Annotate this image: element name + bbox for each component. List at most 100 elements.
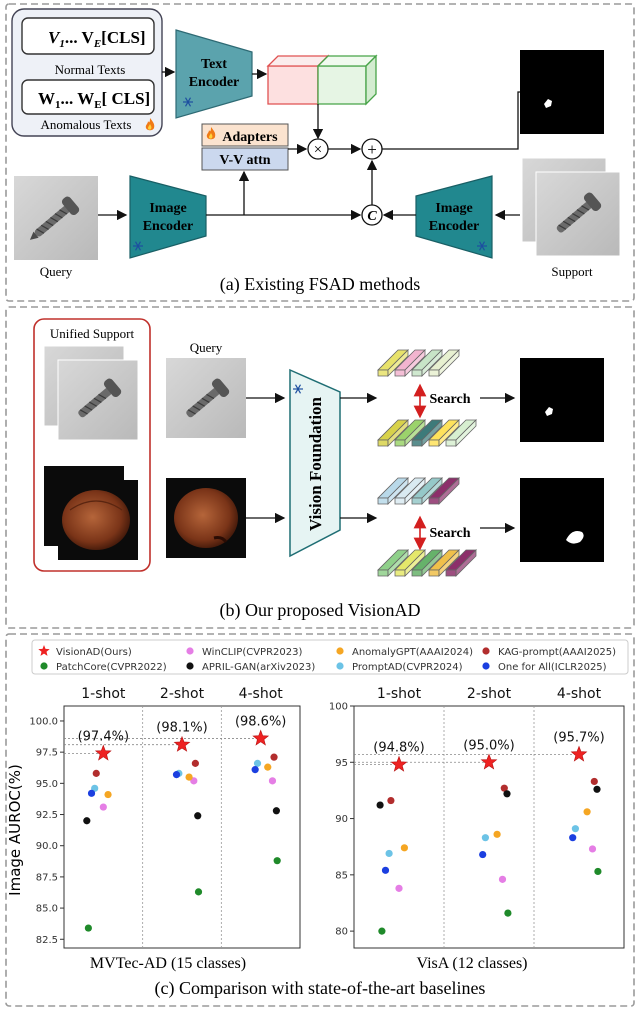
group-label: 1-shot bbox=[377, 686, 422, 702]
legend-item: PromptAD(CVPR2024) bbox=[336, 662, 463, 673]
plot-area bbox=[63, 705, 301, 949]
chart1-title: MVTec-AD (15 classes) bbox=[90, 955, 246, 972]
data-point bbox=[500, 784, 508, 792]
snowflake-icon bbox=[293, 384, 303, 394]
data-point bbox=[270, 753, 278, 761]
visionad-point bbox=[390, 755, 408, 772]
feature-token bbox=[445, 419, 477, 447]
unified-support-label: Unified Support bbox=[50, 326, 135, 341]
data-point bbox=[588, 845, 597, 853]
group-label: 2-shot bbox=[467, 686, 512, 702]
feature-token bbox=[394, 477, 426, 505]
snowflake-icon bbox=[477, 241, 487, 251]
value-annotation: (97.4%) bbox=[78, 729, 129, 744]
image-encoder-right-label-1: Image bbox=[435, 201, 472, 216]
caption-a: (a) Existing FSAD methods bbox=[220, 274, 421, 295]
legend-marker bbox=[186, 647, 194, 655]
value-annotation: (98.6%) bbox=[235, 714, 286, 729]
legend-label: One for All(ICLR2025) bbox=[498, 662, 607, 673]
chart2-title: VisA (12 classes) bbox=[416, 955, 527, 972]
feature-token bbox=[411, 477, 443, 505]
y-tick-label: 85 bbox=[335, 870, 348, 881]
hazelnut-mask-output bbox=[520, 478, 604, 562]
feature-tokens bbox=[377, 349, 477, 577]
fire-icon bbox=[145, 118, 155, 131]
legend-marker bbox=[482, 647, 490, 655]
data-point bbox=[395, 884, 403, 892]
adapters-label: Adapters bbox=[222, 130, 278, 145]
data-point bbox=[481, 834, 489, 842]
feature-token bbox=[411, 349, 443, 377]
support-screw-images bbox=[43, 345, 139, 441]
query-label-b: Query bbox=[190, 340, 223, 355]
value-annotation: (98.1%) bbox=[156, 721, 207, 736]
caption-b: (b) Our proposed VisionAD bbox=[219, 600, 420, 621]
feature-token bbox=[377, 419, 409, 447]
data-point bbox=[99, 803, 107, 811]
legend-label: KAG-prompt(AAAI2025) bbox=[498, 647, 616, 658]
image-encoder-right bbox=[415, 175, 493, 259]
data-point bbox=[569, 834, 577, 842]
normal-prompt-text: V1... VE[CLS] bbox=[48, 28, 146, 50]
data-point bbox=[268, 777, 277, 785]
multiply-symbol: × bbox=[314, 142, 322, 158]
data-point bbox=[503, 790, 511, 798]
data-point bbox=[83, 817, 91, 825]
legend-marker bbox=[336, 647, 344, 655]
data-point bbox=[87, 789, 96, 797]
data-point bbox=[387, 796, 395, 805]
legend-marker bbox=[336, 662, 344, 670]
vv-attn-label: V-V attn bbox=[219, 153, 270, 168]
y-tick-label: 92.5 bbox=[36, 810, 58, 821]
legend-label: PromptAD(CVPR2024) bbox=[352, 662, 463, 673]
normal-prompt-box bbox=[21, 17, 155, 55]
feature-token bbox=[445, 549, 477, 577]
image-encoder-left-label-2: Encoder bbox=[143, 219, 194, 234]
legend-item: KAG-prompt(AAAI2025) bbox=[482, 647, 616, 658]
visionad-point bbox=[570, 745, 588, 762]
data-point bbox=[84, 924, 92, 932]
query-image-screw bbox=[14, 176, 98, 260]
visionad-point bbox=[480, 753, 498, 770]
feature-token bbox=[428, 549, 460, 577]
data-point bbox=[493, 830, 501, 838]
plot-area bbox=[353, 705, 625, 949]
caption-c: (c) Comparison with state-of-the-art bas… bbox=[155, 978, 486, 999]
data-point bbox=[251, 766, 259, 774]
vision-foundation bbox=[289, 368, 341, 558]
screw-mask-output bbox=[520, 358, 604, 442]
feature-token bbox=[428, 477, 460, 505]
visionad-point bbox=[252, 729, 270, 746]
feature-token bbox=[394, 419, 426, 447]
legend-item: WinCLIP(CVPR2023) bbox=[186, 647, 302, 658]
feature-token bbox=[377, 477, 409, 505]
fire-icon bbox=[206, 127, 216, 140]
y-tick-label: 90.0 bbox=[36, 841, 58, 852]
text-encoder-label-1: Text bbox=[201, 57, 227, 72]
feature-token bbox=[428, 419, 460, 447]
legend-item: One for All(ICLR2025) bbox=[482, 662, 607, 673]
feature-token bbox=[411, 419, 443, 447]
data-point bbox=[264, 763, 272, 771]
legend-item: AnomalyGPT(AAAI2024) bbox=[336, 647, 473, 658]
y-tick-label: 82.5 bbox=[36, 935, 58, 946]
data-point bbox=[498, 875, 507, 883]
search-label-top: Search bbox=[430, 392, 471, 407]
data-point bbox=[194, 888, 203, 896]
data-point bbox=[571, 825, 580, 833]
y-axis-label: Image AUROC(%) bbox=[6, 764, 24, 896]
normal-texts-label: Normal Texts bbox=[55, 62, 126, 77]
snowflake-icon bbox=[183, 97, 193, 107]
text-encoder-label-2: Encoder bbox=[189, 75, 240, 90]
feature-token bbox=[377, 549, 409, 577]
support-images bbox=[521, 157, 621, 257]
data-point bbox=[185, 773, 193, 781]
panel-c-frame bbox=[5, 633, 635, 1007]
legend-marker bbox=[482, 662, 490, 670]
y-tick-label: 80 bbox=[335, 927, 348, 938]
group-label: 4-shot bbox=[239, 686, 284, 702]
legend-label: PatchCore(CVPR2022) bbox=[56, 662, 167, 673]
y-tick-label: 90 bbox=[335, 814, 348, 825]
